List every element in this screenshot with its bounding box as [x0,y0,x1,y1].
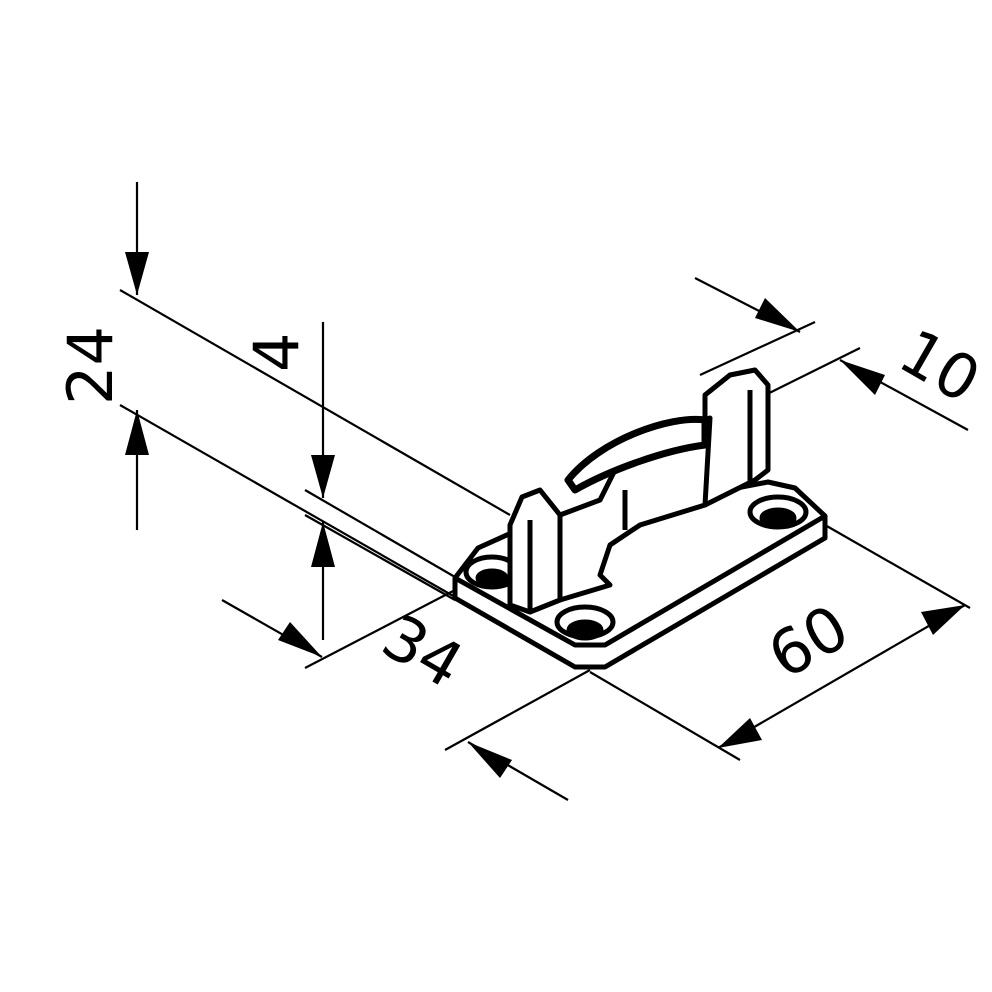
dimension-label-60: 60 [756,590,861,693]
bracket-part [452,367,828,670]
dimension-24 [119,182,511,598]
dimension-60 [589,524,971,761]
bridge-slot [564,415,709,494]
dimension-4 [304,322,456,640]
dimension-label-24: 24 [54,326,127,405]
upright-left [507,487,563,615]
dimension-label-10: 10 [888,315,992,418]
dimension-34 [221,589,591,801]
dimension-label-4: 4 [240,333,313,372]
dimension-label-34: 34 [371,600,476,703]
